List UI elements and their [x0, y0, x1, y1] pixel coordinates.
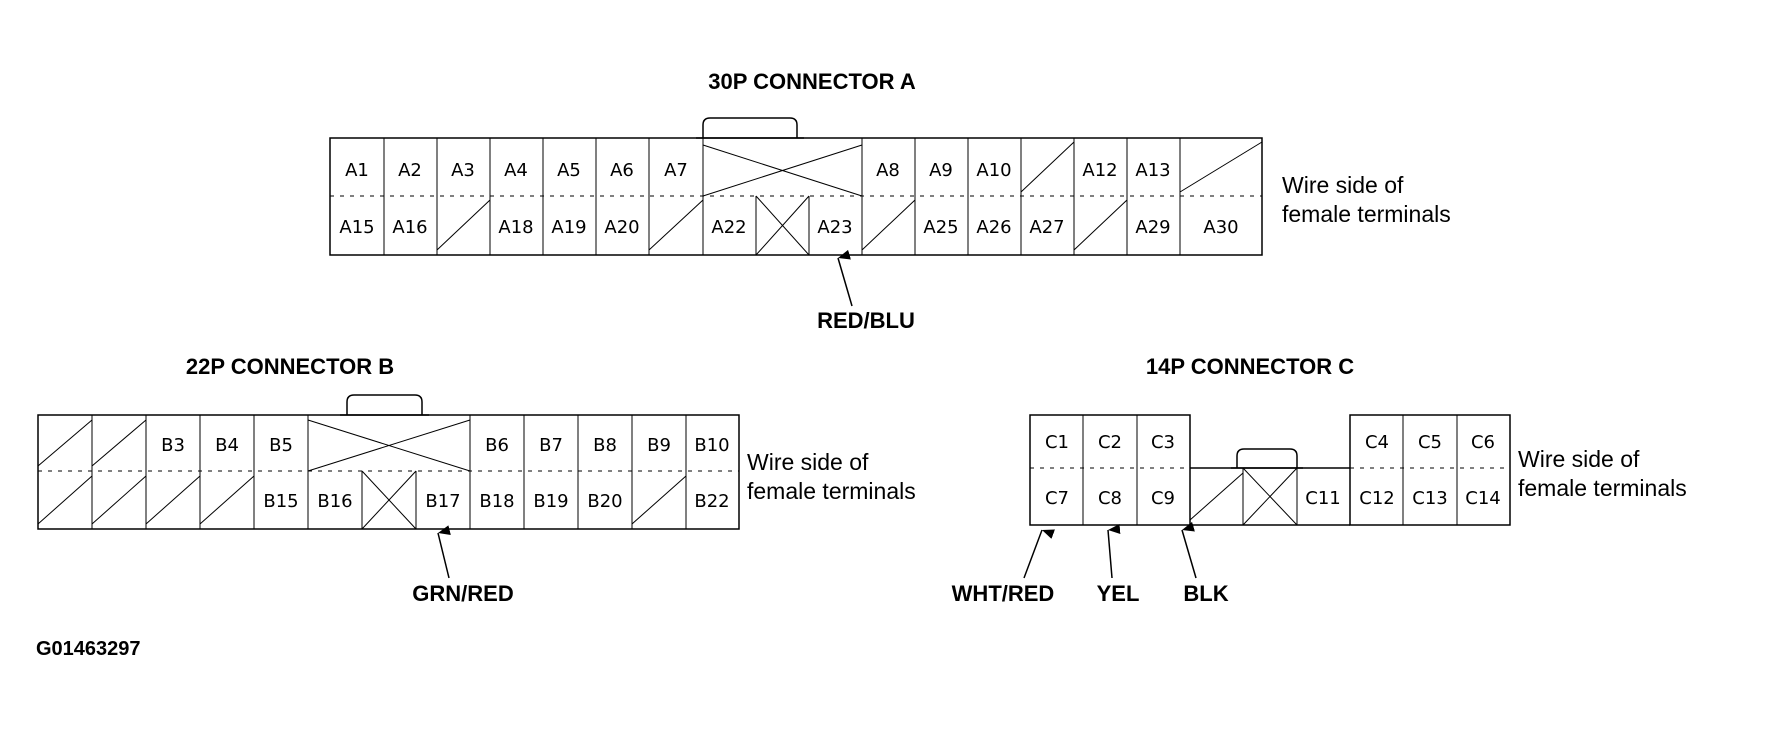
- connector-b-grid: [37, 415, 739, 530]
- pin-b9: B9: [647, 435, 671, 456]
- connector-b-side-label-1: Wire side of: [747, 449, 869, 475]
- connector-a-top-pins: A1 A2 A3 A4 A5 A6 A7 A8 A9 A10 A12 A13: [345, 160, 1170, 181]
- pin-a10: A10: [976, 160, 1011, 181]
- pin-b7: B7: [539, 435, 563, 456]
- pin-a8: A8: [876, 160, 900, 181]
- pin-b15: B15: [263, 491, 298, 512]
- connector-c-wire-arrow-2: [1107, 524, 1121, 579]
- pin-c9: C9: [1151, 488, 1175, 509]
- pin-a12: A12: [1082, 160, 1117, 181]
- connector-b-side-label-2: female terminals: [747, 478, 916, 504]
- pin-a23: A23: [817, 217, 852, 238]
- connector-b-top-pins: B3 B4 B5 B6 B7 B8 B9 B10: [161, 435, 730, 456]
- connector-c-top-pins: C1 C2 C3 C4 C5 C6: [1045, 432, 1495, 453]
- connector-a-wire-arrow: [837, 249, 853, 307]
- pin-a19: A19: [551, 217, 586, 238]
- pin-b3: B3: [161, 435, 185, 456]
- connector-a-side-label-1: Wire side of: [1282, 172, 1404, 198]
- pin-c5: C5: [1418, 432, 1442, 453]
- connector-c-side-label-1: Wire side of: [1518, 446, 1640, 472]
- connector-a-lock-tab: [702, 117, 798, 138]
- pin-c1: C1: [1045, 432, 1069, 453]
- pin-c4: C4: [1365, 432, 1389, 453]
- connector-c: 14P CONNECTOR C C1 C2 C3: [952, 354, 1687, 606]
- pin-c11: C11: [1305, 488, 1340, 509]
- connector-c-wire-label-2: YEL: [1097, 581, 1140, 606]
- connector-a-bottom-pins: A15 A16 A18 A19 A20 A22 A23 A25 A26 A27 …: [339, 217, 1238, 238]
- pin-a27: A27: [1029, 217, 1064, 238]
- pin-a3: A3: [451, 160, 475, 181]
- pin-a18: A18: [498, 217, 533, 238]
- pin-b22: B22: [694, 491, 729, 512]
- pin-c13: C13: [1412, 488, 1447, 509]
- pin-b16: B16: [317, 491, 352, 512]
- connector-c-title: 14P CONNECTOR C: [1146, 354, 1354, 379]
- pin-a13: A13: [1135, 160, 1170, 181]
- pin-b10: B10: [694, 435, 729, 456]
- pin-a15: A15: [339, 217, 374, 238]
- connector-a-side-label-2: female terminals: [1282, 201, 1451, 227]
- pin-c3: C3: [1151, 432, 1175, 453]
- pin-a30: A30: [1203, 217, 1238, 238]
- connector-c-wire-label-1: WHT/RED: [952, 581, 1055, 606]
- pin-c6: C6: [1471, 432, 1495, 453]
- connector-b-body: [37, 414, 740, 530]
- pin-b18: B18: [479, 491, 514, 512]
- pin-b4: B4: [215, 435, 239, 456]
- connector-c-bottom-pins: C7 C8 C9 C11 C12 C13 C14: [1045, 488, 1501, 509]
- connector-a-wire-label: RED/BLU: [817, 308, 915, 333]
- connector-c-right-block: [1349, 414, 1511, 526]
- pin-a9: A9: [929, 160, 953, 181]
- pin-c8: C8: [1098, 488, 1122, 509]
- connector-c-wire-arrow-3: [1181, 521, 1197, 579]
- pin-a1: A1: [345, 160, 369, 181]
- pin-b20: B20: [587, 491, 622, 512]
- connector-b-lock-tab: [346, 394, 423, 415]
- pin-a25: A25: [923, 217, 958, 238]
- connector-b-wire-label: GRN/RED: [412, 581, 513, 606]
- pin-c2: C2: [1098, 432, 1122, 453]
- connector-b: 22P CONNECTOR B: [37, 354, 916, 606]
- pin-b5: B5: [269, 435, 293, 456]
- pin-a5: A5: [557, 160, 581, 181]
- connector-c-wire-arrow-1: [1023, 529, 1055, 579]
- figure-code: G01463297: [36, 638, 141, 660]
- pin-b19: B19: [533, 491, 568, 512]
- connector-a-title: 30P CONNECTOR A: [708, 69, 916, 94]
- connector-c-grid: [1030, 415, 1510, 526]
- connector-b-wire-arrow: [437, 525, 451, 579]
- pin-a29: A29: [1135, 217, 1170, 238]
- connector-c-wire-label-3: BLK: [1183, 581, 1228, 606]
- connector-b-bottom-pins: B15 B16 B17 B18 B19 B20 B22: [263, 491, 729, 512]
- pin-a6: A6: [610, 160, 634, 181]
- pin-a2: A2: [398, 160, 422, 181]
- pin-c7: C7: [1045, 488, 1069, 509]
- pin-a20: A20: [604, 217, 639, 238]
- connector-b-title: 22P CONNECTOR B: [186, 354, 394, 379]
- pin-c12: C12: [1359, 488, 1394, 509]
- connector-a: 30P CONNECTOR A: [329, 69, 1451, 333]
- connector-c-side-label-2: female terminals: [1518, 475, 1687, 501]
- pin-b6: B6: [485, 435, 509, 456]
- pin-c14: C14: [1465, 488, 1500, 509]
- pin-a26: A26: [976, 217, 1011, 238]
- pin-b17: B17: [425, 491, 460, 512]
- pin-a16: A16: [392, 217, 427, 238]
- pin-a4: A4: [504, 160, 528, 181]
- pin-a7: A7: [664, 160, 688, 181]
- pin-b8: B8: [593, 435, 617, 456]
- connector-c-lock-tab: [1236, 448, 1298, 468]
- pin-a22: A22: [711, 217, 746, 238]
- connector-a-grid: [330, 138, 1263, 256]
